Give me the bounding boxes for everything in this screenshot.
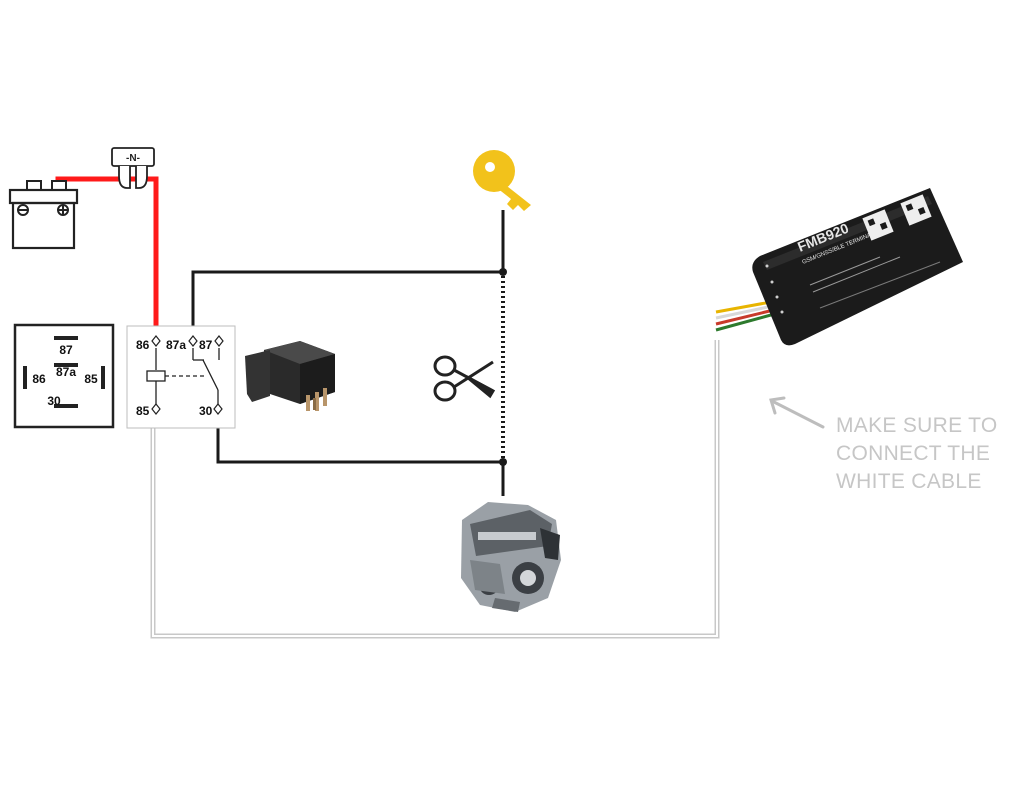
engine-icon (461, 502, 561, 612)
pin-87a-label: 87a (166, 338, 186, 352)
symbol-pin-85: 85 (84, 372, 98, 386)
relay-symbol: 87 87a 86 85 30 (13, 323, 115, 429)
relay-schematic: 86 87a 87 85 30 (126, 325, 236, 429)
symbol-pin-30: 30 (47, 394, 61, 408)
symbol-pin-86: 86 (32, 372, 46, 386)
pin-86-label: 86 (136, 338, 150, 352)
pin-87-label: 87 (199, 338, 213, 352)
pin-30-label: 30 (199, 404, 213, 418)
fuse-label: -N- (126, 153, 140, 164)
symbol-pin-87a: 87a (56, 365, 76, 379)
note-line-1: MAKE SURE TO (836, 414, 998, 437)
symbol-pin-87: 87 (59, 343, 73, 357)
battery-icon (8, 180, 79, 250)
fuse-icon: -N- (111, 147, 155, 189)
relay-photo (245, 341, 335, 411)
white-cable-note: MAKE SURE TO CONNECT THE WHITE CABLE (836, 412, 1011, 496)
junction-top (499, 268, 507, 276)
junction-bottom (499, 458, 507, 466)
note-line-2: CONNECT THE (836, 442, 991, 465)
white-cable (150, 340, 720, 639)
arrow-icon (769, 396, 825, 429)
note-line-3: WHITE CABLE (836, 470, 982, 493)
tracker-device: FMB920 GSM/GNSS/BLE TERMINAL (715, 188, 963, 346)
key-icon (473, 150, 531, 211)
signal-wires (191, 210, 505, 496)
pin-85-label: 85 (136, 404, 150, 418)
scissors-icon (433, 355, 496, 402)
